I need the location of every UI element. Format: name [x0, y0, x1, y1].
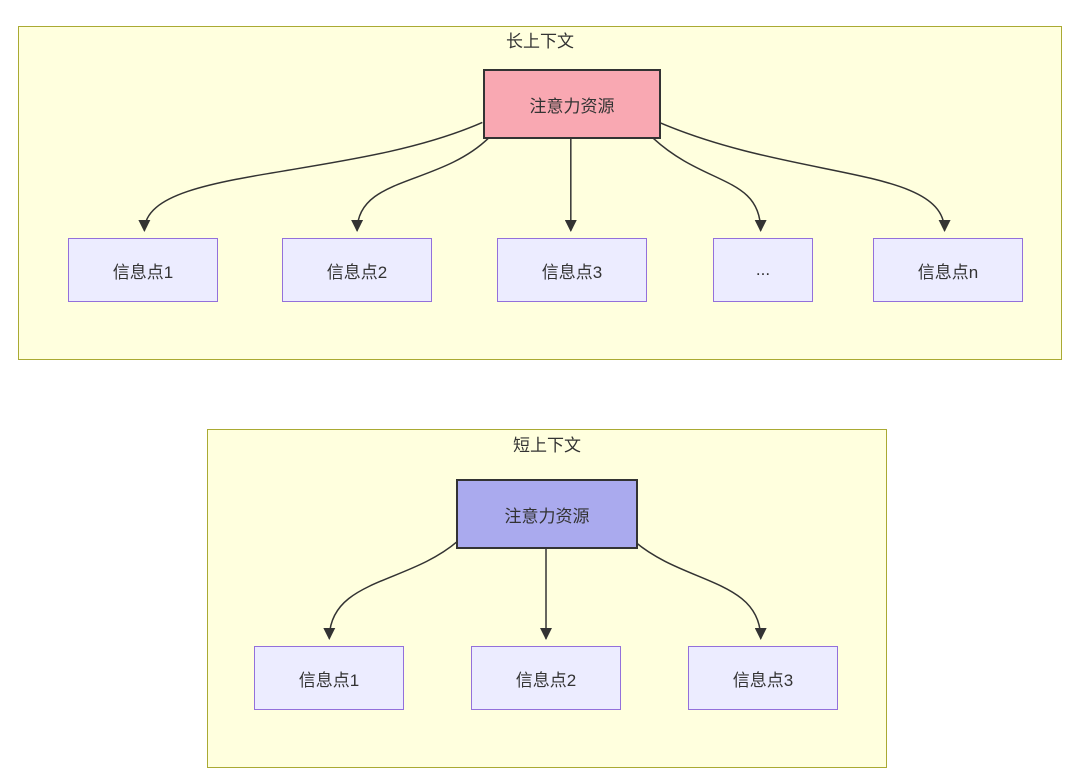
edge-arrow-short-3 [633, 540, 767, 640]
info-point-label-short-3: 信息点3 [732, 670, 794, 690]
info-point-label-long-3: 信息点3 [541, 262, 603, 282]
cluster-short-context: 短上下文 注意力资源 信息点1 信息点2 信息点3 [207, 429, 887, 768]
info-point-label-long-n: 信息点n [917, 262, 979, 282]
info-point-node-short-1: 信息点1 [254, 646, 404, 710]
attention-resource-node-long: 注意力资源 [483, 69, 661, 139]
info-point-node-long-ellipsis: ... [713, 238, 813, 302]
info-point-label-long-2: 信息点2 [326, 262, 388, 282]
cluster-long-context: 长上下文 注意力资源 信息点1 信息点2 信息点3 ... [18, 26, 1062, 360]
info-point-label-short-1: 信息点1 [298, 670, 360, 690]
edge-arrow-long-2 [351, 137, 489, 232]
info-point-node-long-2: 信息点2 [282, 238, 432, 302]
info-point-node-long-n: 信息点n [873, 238, 1023, 302]
info-point-label-long-ellipsis: ... [755, 260, 771, 279]
info-point-node-long-1: 信息点1 [68, 238, 218, 302]
cluster-long-context-title: 长上下文 [506, 32, 574, 51]
attention-resource-node-short: 注意力资源 [456, 479, 638, 549]
attention-resource-label-short: 注意力资源 [504, 506, 590, 526]
attention-resource-label-long: 注意力资源 [529, 96, 615, 116]
info-point-node-short-2: 信息点2 [471, 646, 621, 710]
info-point-label-long-1: 信息点1 [112, 262, 174, 282]
edge-arrow-short-1 [323, 540, 459, 640]
info-point-node-long-3: 信息点3 [497, 238, 647, 302]
edge-arrow-long-4 [652, 137, 767, 232]
info-point-node-short-3: 信息点3 [688, 646, 838, 710]
info-point-label-short-2: 信息点2 [515, 670, 577, 690]
edge-arrow-long-1 [138, 121, 483, 232]
edge-arrow-long-5 [658, 121, 951, 232]
cluster-short-context-title: 短上下文 [513, 436, 581, 455]
